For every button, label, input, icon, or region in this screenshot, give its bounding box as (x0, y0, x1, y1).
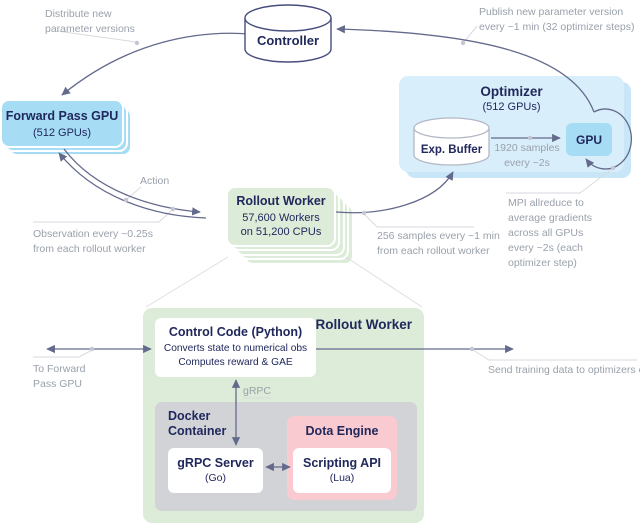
controller-label: Controller (256, 33, 320, 48)
grpc-server-subtitle: (Go) (205, 472, 226, 484)
annotation-mpi-allreduce: MPI allreduce to average gradients acros… (508, 197, 593, 269)
optimizer-subtitle: (512 GPUs) (482, 101, 541, 113)
gpu-label: GPU (575, 133, 602, 147)
rollout-worker-box (228, 188, 334, 245)
annotation-to-forward-pass-gpu: To Forward Pass GPU (33, 363, 86, 390)
scripting-api-subtitle: (Lua) (329, 472, 355, 484)
annotation-send-training-data: Send training data to optimizers every 2… (488, 364, 640, 376)
rollout-worker-title: Rollout Worker (236, 194, 326, 208)
forward-pass-gpu-subtitle: (512 GPUs) (32, 127, 92, 139)
scripting-api-box (293, 448, 391, 493)
grpc-connector-label: gRPC (243, 385, 272, 397)
grpc-server-title: gRPC Server (177, 456, 254, 470)
arrow-distribute (61, 32, 251, 96)
optimizer-title: Optimizer (480, 84, 543, 99)
arrow-observation (58, 152, 207, 219)
gpu-box (566, 123, 612, 156)
exp-buffer-label: Exp. Buffer (420, 144, 483, 156)
control-code-box (155, 318, 316, 377)
dota-engine-title: Dota Engine (305, 424, 379, 438)
rollout-worker-subtitle: 57,600 Workers on 51,200 CPUs (240, 212, 322, 238)
forward-pass-gpu-title: Forward Pass GPU (5, 109, 119, 123)
grpc-server-box (168, 448, 263, 493)
control-code-title: Control Code (Python) (168, 325, 303, 339)
annotation-1920-samples: 1920 samples every ~2s (494, 142, 560, 169)
control-code-line2: Computes reward & GAE (178, 357, 293, 368)
arrow-rollout-to-buffer (335, 171, 454, 214)
arrow-action (63, 148, 201, 216)
annotation-256-samples: 256 samples every ~1 min from each rollo… (377, 230, 500, 257)
control-code-line1: Converts state to numerical obs (163, 343, 308, 354)
forward-pass-gpu-box (2, 101, 122, 146)
annotation-observation: Observation every ~0.25s from each rollo… (33, 228, 153, 255)
scripting-api-title: Scripting API (302, 456, 381, 470)
docker-container-title: Docker Container (168, 409, 227, 438)
annotation-distribute: Distribute new parameter versions (45, 8, 135, 35)
annotation-action: Action (140, 175, 170, 187)
expansion-cone-lines (145, 256, 423, 308)
annotation-publish: Publish new parameter version every ~1 m… (479, 6, 635, 33)
rollout-worker-detail-title: Rollout Worker (315, 317, 412, 332)
